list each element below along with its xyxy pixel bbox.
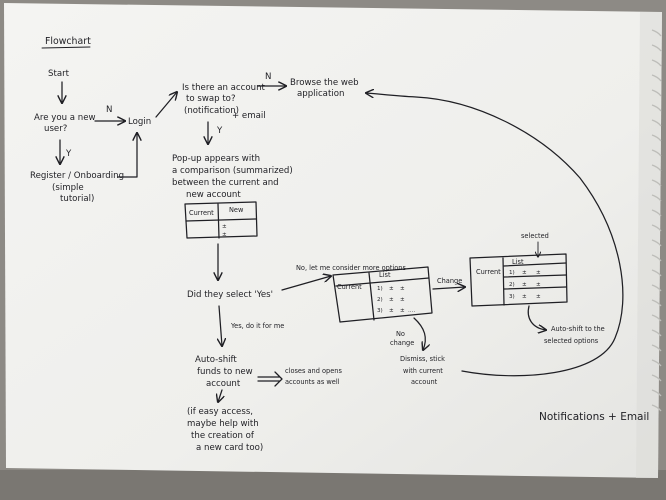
list-mark-1: ± (389, 286, 394, 292)
spiral-ring (651, 224, 662, 232)
list-row-1: 1) (377, 286, 383, 292)
comparison-header-new: New (229, 206, 244, 214)
spiral-ring (651, 89, 662, 97)
spiral-ring (651, 329, 662, 337)
spiral-ring (651, 164, 662, 172)
node-new-user: Are you a new user? (34, 113, 98, 134)
spiral-ring (651, 269, 662, 277)
node-auto-shift-funds: Auto-shift funds to new account (195, 355, 255, 389)
arrow-did-select-to-auto-shift (219, 305, 222, 346)
spiral-ring (651, 404, 662, 412)
arrow-login-to-account-question (155, 92, 177, 118)
spiral-binding (651, 29, 662, 412)
node-browse: Browse the web application (290, 78, 361, 99)
label-change: Change (437, 277, 462, 285)
comparison-mark-1: ± (222, 224, 227, 230)
list-mark-4: ± (400, 297, 405, 303)
arrow-register-to-login (117, 133, 137, 178)
node-closes-opens: closes and opens accounts as well (285, 367, 344, 386)
spiral-ring (651, 74, 662, 82)
selected-row-1: 1) (509, 270, 515, 276)
list-header-current: Current (337, 283, 362, 291)
selected-header-current: Current (476, 268, 501, 276)
spiral-ring (651, 104, 662, 112)
label-account-y: Y (216, 126, 223, 136)
spiral-ring (651, 134, 662, 142)
spiral-ring (651, 359, 662, 367)
spiral-ring (651, 299, 662, 307)
arrow-selected-to-auto-shift (527, 305, 546, 330)
comparison-table: Current New ± ± (184, 201, 258, 239)
diagram-title: Flowchart (45, 36, 91, 47)
label-no-more-options: No, let me consider more options (296, 264, 406, 272)
list-ellipsis: .... (408, 308, 415, 314)
spiral-ring (651, 254, 662, 262)
spiral-ring (651, 389, 662, 397)
spiral-ring (651, 344, 662, 352)
spiral-ring (651, 239, 662, 247)
selected-mark-4: ± (536, 282, 541, 288)
list-header-list: List (379, 271, 391, 279)
spiral-ring (651, 29, 662, 37)
node-account-question: Is there an account to swap to? (notific… (182, 83, 268, 116)
comparison-mark-2: ± (222, 232, 227, 238)
arrow-loop-to-browse (366, 93, 624, 377)
spiral-ring (651, 119, 662, 127)
spiral-ring (651, 59, 662, 67)
spiral-ring (651, 179, 662, 187)
selected-table: Current List 1) 2) 3) ± ± ± ± ± ± (469, 253, 568, 307)
paper-sheet (4, 3, 662, 478)
spiral-ring (651, 44, 662, 52)
selected-mark-1: ± (522, 270, 527, 276)
label-selected: selected (521, 232, 549, 240)
list-mark-6: ± (400, 308, 405, 314)
node-dismiss: Dismiss, stick with current account (400, 355, 447, 386)
label-email-note: + email (232, 111, 266, 121)
spiral-ring (651, 194, 662, 202)
node-easy-access: (if easy access, maybe help with the cre… (187, 407, 263, 453)
spiral-ring (651, 374, 662, 382)
node-login: Login (128, 117, 151, 127)
node-register: Register / Onboarding (simple tutorial) (30, 171, 127, 204)
spiral-ring (651, 314, 662, 322)
label-account-n: N (265, 72, 271, 82)
node-auto-shift-selected: Auto-shift to the selected options (544, 325, 607, 345)
selected-row-2: 2) (509, 282, 515, 288)
label-yes-do-it: Yes, do it for me (230, 322, 284, 330)
spiral-ring (651, 209, 662, 217)
list-row-2: 2) (377, 297, 383, 303)
node-did-select: Did they select 'Yes' (187, 290, 273, 300)
arrow-list-to-dismiss (413, 317, 425, 350)
node-notifications-email: Notifications + Email (539, 411, 649, 423)
label-new-user-n: N (106, 105, 112, 115)
spiral-ring (651, 149, 662, 157)
node-start: Start (48, 69, 70, 79)
arrow-did-select-to-list (281, 276, 331, 291)
selected-mark-2: ± (536, 270, 541, 276)
list-mark-3: ± (389, 297, 394, 303)
title-underline (41, 46, 91, 49)
list-mark-5: ± (389, 308, 394, 314)
node-popup: Pop-up appears with a comparison (summar… (172, 154, 295, 200)
selected-row-3: 3) (509, 294, 515, 300)
list-table: Current List 1) 2) 3) ± ± ± ± ± ± .... (332, 266, 433, 323)
spiral-ring (651, 284, 662, 292)
arrow-auto-shift-to-closes (257, 371, 283, 387)
label-no-change: No change (390, 330, 414, 347)
list-mark-2: ± (400, 286, 405, 292)
arrow-list-to-selected (432, 287, 465, 289)
label-new-user-y: Y (65, 149, 72, 159)
selected-mark-5: ± (522, 294, 527, 300)
comparison-header-current: Current (189, 209, 214, 217)
selected-header-list: List (512, 258, 524, 266)
selected-mark-6: ± (536, 294, 541, 300)
list-row-3: 3) (377, 308, 383, 314)
selected-mark-3: ± (522, 282, 527, 288)
arrow-auto-shift-to-easy-access (218, 389, 222, 402)
